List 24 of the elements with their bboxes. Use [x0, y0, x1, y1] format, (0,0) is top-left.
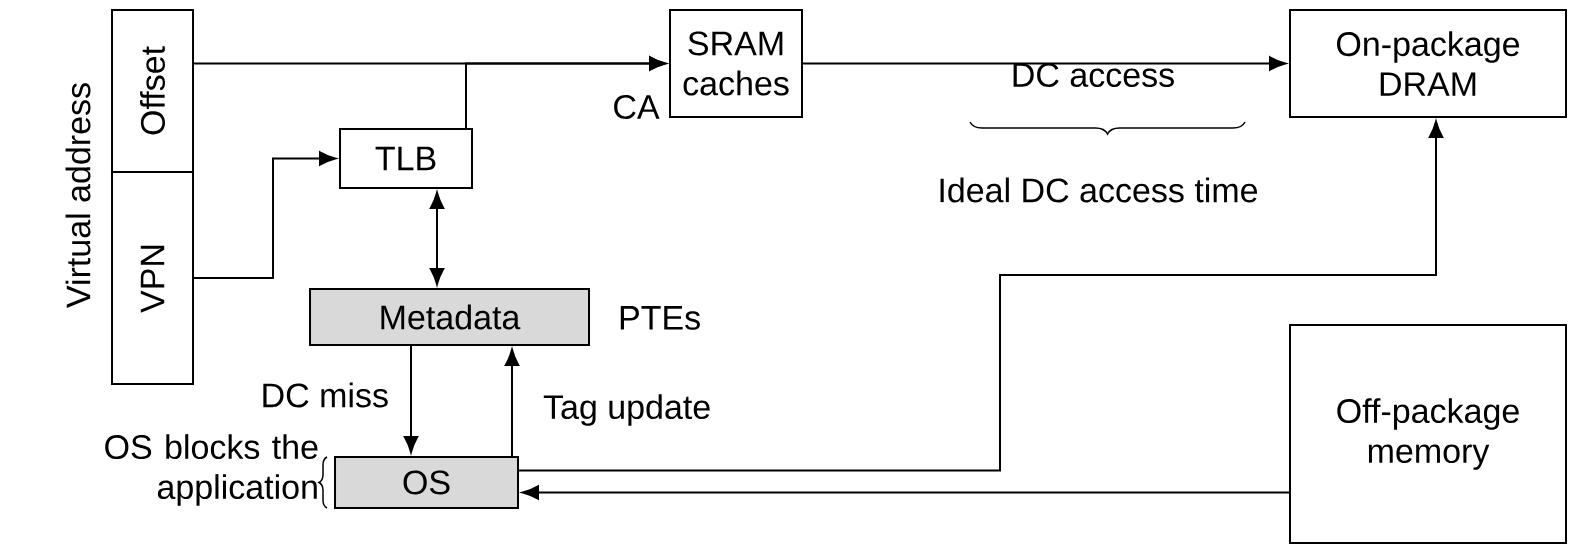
arrow — [802, 56, 1287, 71]
label: Virtual address — [65, 83, 91, 308]
label: Ideal DC access time — [940, 177, 1258, 203]
label: DC access — [1013, 62, 1174, 88]
process-box: TLB — [339, 128, 473, 189]
arrow — [518, 120, 1444, 472]
arrow — [193, 151, 337, 279]
process-box: VPN — [111, 171, 194, 385]
arrow — [429, 191, 445, 286]
arrow — [504, 348, 520, 457]
process-box: OS — [334, 456, 519, 509]
annotation: PTEs — [620, 306, 700, 330]
annotation: OS blocks the application — [105, 434, 318, 506]
process-box: Metadata — [309, 288, 590, 346]
arrow — [465, 56, 667, 129]
process-box: Offset — [111, 9, 194, 173]
process-box: SRAM caches — [669, 9, 803, 118]
edge-label: DC miss — [258, 380, 391, 410]
edge-label: CA — [610, 92, 662, 122]
edge-label: Tag update — [541, 392, 714, 428]
arrow — [403, 345, 419, 454]
arrow — [521, 485, 1290, 500]
process-box: On-package DRAM — [1289, 9, 1567, 118]
process-box: Off-package memory — [1289, 324, 1567, 544]
